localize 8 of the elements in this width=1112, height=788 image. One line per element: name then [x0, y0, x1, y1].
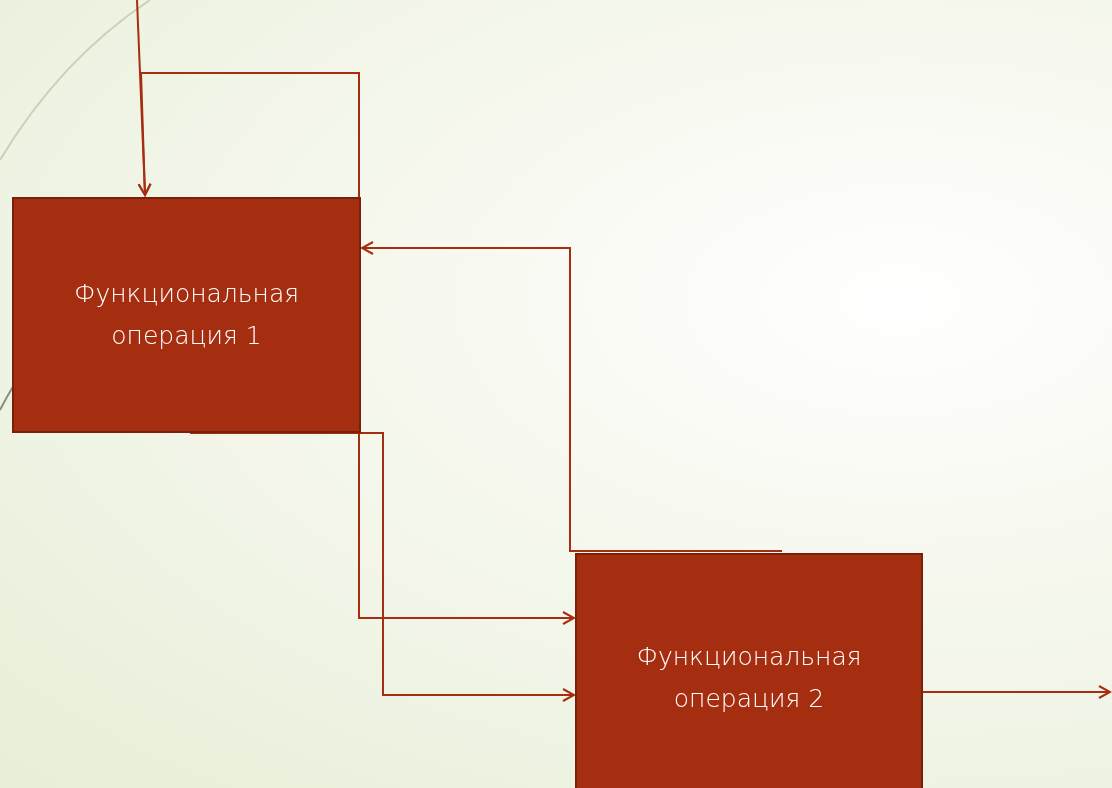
arrow — [922, 685, 1111, 699]
arrow — [361, 241, 783, 552]
arrow — [137, 72, 360, 198]
box-label: Функциональная операция 1 — [72, 278, 301, 352]
process-box — [12, 197, 361, 433]
process-box — [575, 553, 923, 788]
box-label: Функциональная операция 2 — [635, 641, 863, 715]
arrow — [358, 432, 575, 625]
